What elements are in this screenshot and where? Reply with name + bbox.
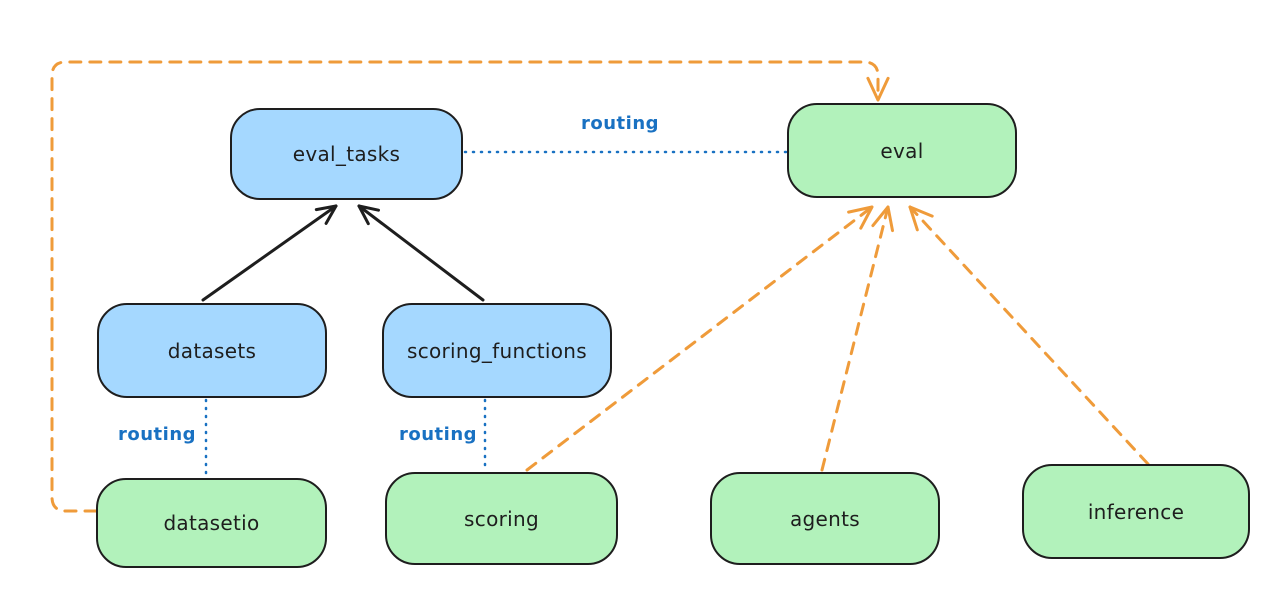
node-eval_tasks: eval_tasks	[230, 108, 463, 200]
node-datasetio-label: datasetio	[163, 511, 260, 535]
edge-agents-to-eval	[820, 205, 894, 472]
node-scoring-label: scoring	[464, 506, 539, 531]
node-scoring_functions-label: scoring_functions	[406, 338, 588, 363]
edge-inference-to-eval	[908, 205, 1150, 466]
node-agents: agents	[710, 472, 940, 565]
node-scoring_functions: scoring_functions	[382, 303, 612, 398]
routing-label-datasets-datasetio: routing	[117, 424, 197, 445]
edge-datasetio-to-eval	[50, 60, 890, 513]
node-inference-label: inference	[1087, 499, 1185, 524]
node-datasetio: datasetio	[96, 478, 327, 568]
node-datasets: datasets	[97, 303, 327, 398]
node-eval: eval	[787, 103, 1017, 198]
routing-label-eval_tasks-eval: routing	[580, 113, 660, 134]
node-eval_tasks-label: eval_tasks	[292, 142, 401, 166]
node-eval-label: eval	[880, 138, 924, 163]
edge-scoring_functions-to-eval_tasks	[357, 204, 485, 302]
node-agents-label: agents	[790, 506, 860, 531]
node-inference: inference	[1022, 464, 1250, 559]
node-datasets-label: datasets	[167, 338, 257, 363]
node-scoring: scoring	[385, 472, 618, 565]
edge-datasets-to-eval_tasks	[201, 204, 338, 302]
edge-scoring-to-eval	[525, 205, 874, 472]
routing-label-scoring_functions-scoring: routing	[398, 424, 478, 445]
